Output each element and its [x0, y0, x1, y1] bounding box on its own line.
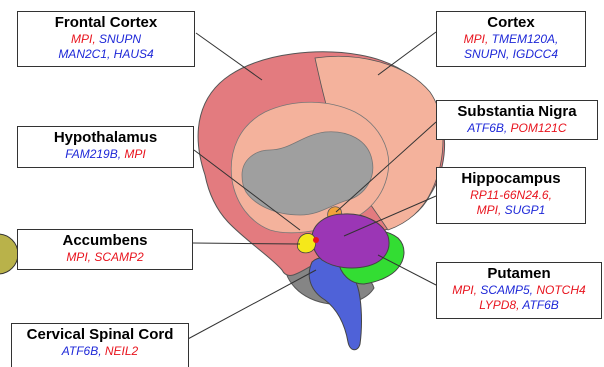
- gene-text: MPI: [464, 32, 485, 46]
- leader-cortex: [378, 32, 436, 75]
- gene-text: ,: [498, 203, 505, 217]
- label-cortex: Cortex MPI, TMEM120A,SNUPN, IGDCC4: [436, 11, 586, 67]
- gene-line: ATF6B, POM121C: [441, 121, 593, 136]
- label-substantia-nigra: Substantia Nigra ATF6B, POM121C: [436, 100, 598, 140]
- accumbens-genes: MPI, SCAMP2: [22, 250, 188, 265]
- hypothalamus-title: Hypothalamus: [22, 129, 189, 147]
- gene-text: ,: [98, 344, 105, 358]
- hypothalamus-genes: FAM219B, MPI: [22, 147, 189, 162]
- gene-line: MPI, SNUPN: [22, 32, 190, 47]
- frontal-cortex-title: Frontal Cortex: [22, 14, 190, 32]
- gene-line: MPI, SCAMP2: [22, 250, 188, 265]
- gene-line: MAN2C1, HAUS4: [22, 47, 190, 62]
- gene-text: MPI: [71, 32, 92, 46]
- gene-text: TMEM120A,: [492, 32, 559, 46]
- leader-spinal-cord: [186, 270, 316, 340]
- accumbens-title: Accumbens: [22, 232, 188, 250]
- gene-text: POM121C: [511, 121, 567, 135]
- gene-text: SUGP1: [505, 203, 546, 217]
- gene-text: ATF6B: [467, 121, 503, 135]
- gene-text: SNUPN: [99, 32, 141, 46]
- gene-text: SCAMP5: [480, 283, 529, 297]
- gene-line: LYPD8, ATF6B: [441, 298, 597, 313]
- gene-text: ,: [92, 32, 99, 46]
- olive-circle-marker: [0, 234, 18, 274]
- gene-text: FAM219B: [65, 147, 117, 161]
- hippocampus-title: Hippocampus: [441, 170, 581, 188]
- gene-text: NOTCH4: [536, 283, 585, 297]
- gene-text: LYPD8: [479, 298, 516, 312]
- gene-text: ATF6B: [62, 344, 98, 358]
- substantia-nigra-genes: ATF6B, POM121C: [441, 121, 593, 136]
- cortex-genes: MPI, TMEM120A,SNUPN, IGDCC4: [441, 32, 581, 62]
- gene-line: ATF6B, NEIL2: [16, 344, 184, 359]
- gene-text: MAN2C1, HAUS4: [58, 47, 153, 61]
- leader-frontal-cortex: [196, 33, 262, 80]
- gene-text: MPI: [477, 203, 498, 217]
- red-speck: [313, 237, 319, 243]
- gene-text: ,: [504, 121, 511, 135]
- gene-text: SNUPN, IGDCC4: [464, 47, 558, 61]
- substantia-nigra-title: Substantia Nigra: [441, 103, 593, 121]
- label-accumbens: Accumbens MPI, SCAMP2: [17, 229, 193, 270]
- label-cervical-spinal-cord: Cervical Spinal Cord ATF6B, NEIL2: [11, 323, 189, 367]
- gene-line: MPI, SUGP1: [441, 203, 581, 218]
- label-hippocampus: Hippocampus RP11-66N24.6,MPI, SUGP1: [436, 167, 586, 224]
- gene-line: SNUPN, IGDCC4: [441, 47, 581, 62]
- gene-line: RP11-66N24.6,: [441, 188, 581, 203]
- gene-text: MPI: [124, 147, 145, 161]
- gene-text: ATF6B: [522, 298, 558, 312]
- putamen-title: Putamen: [441, 265, 597, 283]
- gene-line: MPI, TMEM120A,: [441, 32, 581, 47]
- gene-text: RP11-66N24.6,: [470, 188, 552, 202]
- gene-line: FAM219B, MPI: [22, 147, 189, 162]
- hippocampus-genes: RP11-66N24.6,MPI, SUGP1: [441, 188, 581, 218]
- gene-line: MPI, SCAMP5, NOTCH4: [441, 283, 597, 298]
- label-hypothalamus: Hypothalamus FAM219B, MPI: [17, 126, 194, 168]
- cervical-spinal-cord-title: Cervical Spinal Cord: [16, 326, 184, 344]
- cervical-spinal-cord-genes: ATF6B, NEIL2: [16, 344, 184, 359]
- gene-text: ,: [485, 32, 492, 46]
- gene-text: NEIL2: [105, 344, 138, 358]
- cortex-title: Cortex: [441, 14, 581, 32]
- gene-text: MPI: [452, 283, 473, 297]
- gene-text: MPI, SCAMP2: [66, 250, 143, 264]
